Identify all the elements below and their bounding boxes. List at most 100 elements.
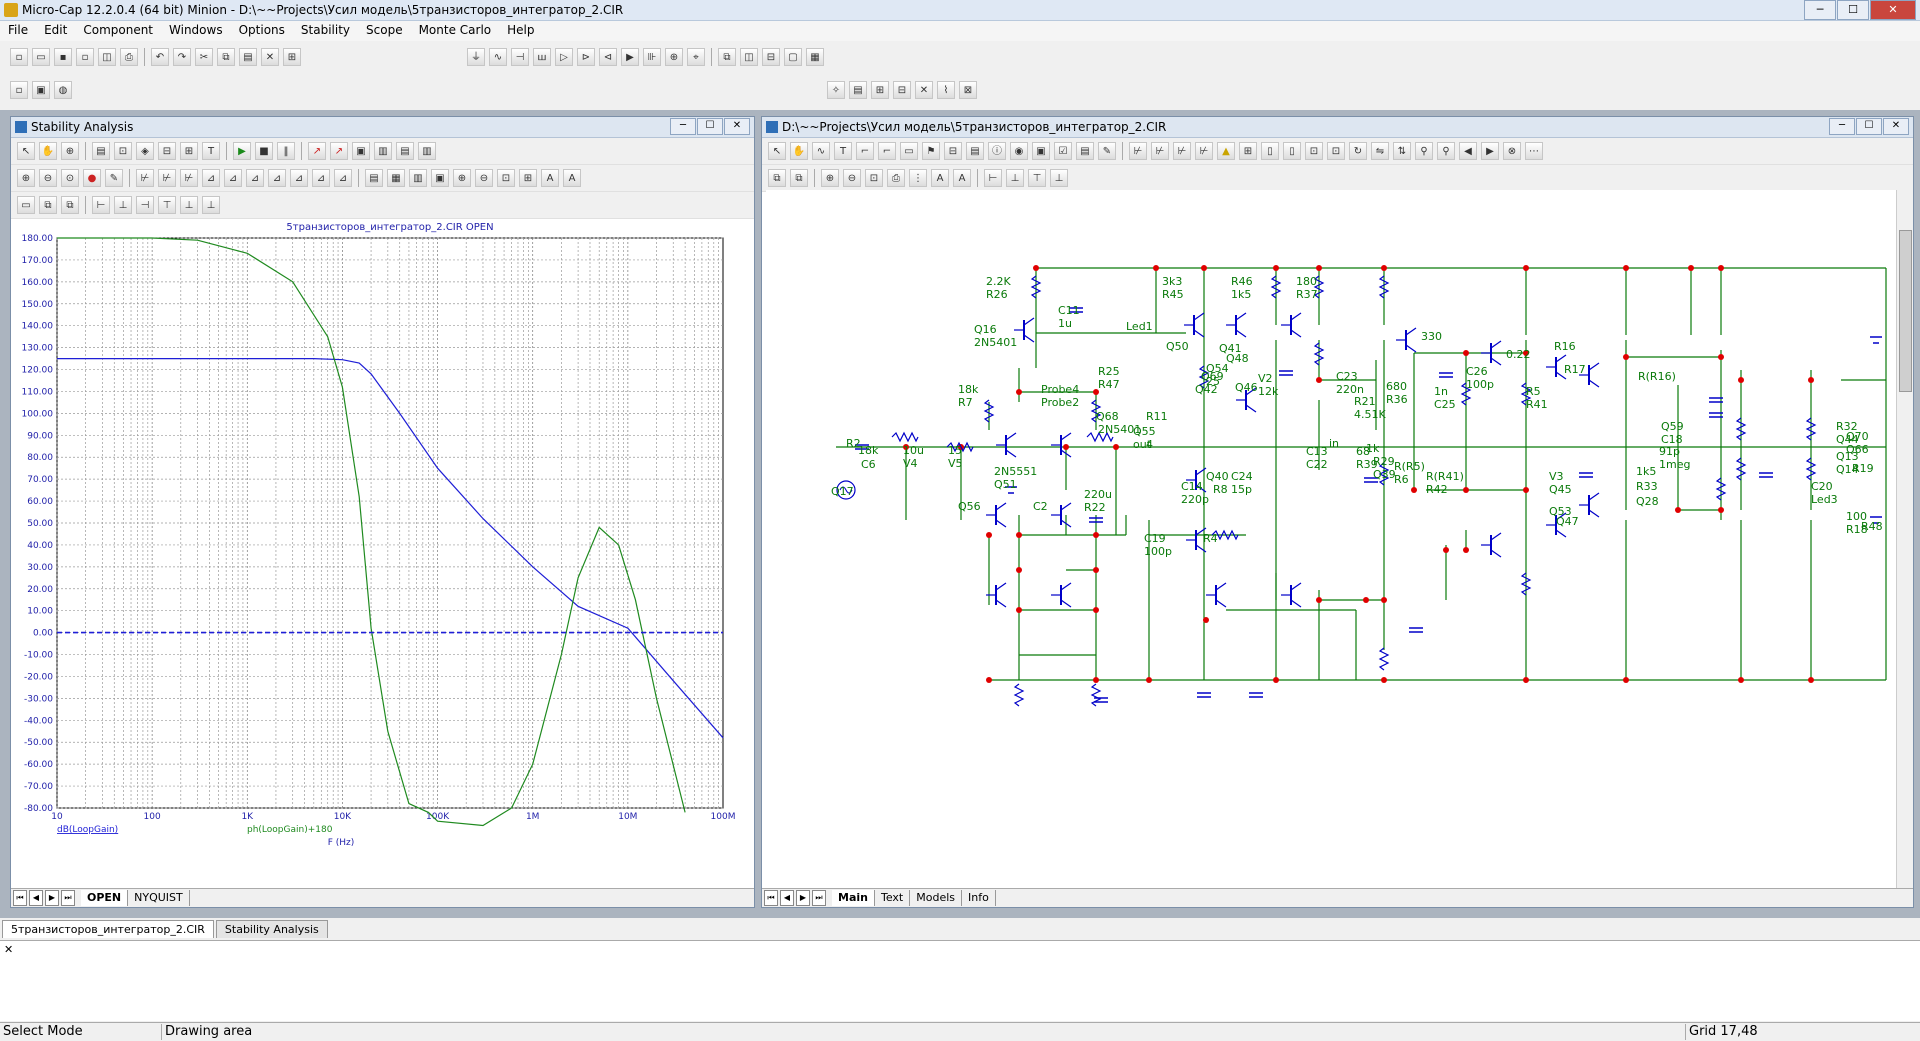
menu-windows[interactable]: Windows: [169, 23, 223, 37]
copy-tool-icon[interactable]: ⧉: [768, 169, 786, 187]
tools-icon[interactable]: ✕: [915, 81, 933, 99]
menu-help[interactable]: Help: [507, 23, 535, 37]
valley-icon[interactable]: ▥: [374, 142, 392, 160]
tab-nyquist[interactable]: NYQUIST: [128, 890, 190, 906]
stepping-icon[interactable]: ⊟: [893, 81, 911, 99]
last-page-arrow[interactable]: ⏭: [812, 890, 826, 906]
paste-tool-icon[interactable]: ⧉: [790, 169, 808, 187]
schematic-minimize-button[interactable]: ─: [1829, 118, 1855, 135]
zoom-minus-icon[interactable]: ⊖: [475, 169, 493, 187]
align-center-tool-icon[interactable]: ⊥: [1006, 169, 1024, 187]
grid-icon[interactable]: ⊞: [519, 169, 537, 187]
resistor-icon[interactable]: ∿: [489, 48, 507, 66]
align-right-icon[interactable]: ⊣: [136, 196, 154, 214]
tab-main[interactable]: Main: [832, 890, 875, 906]
menu-edit[interactable]: Edit: [44, 23, 68, 37]
zoom-in-icon[interactable]: ⊕: [17, 169, 35, 187]
new-icon[interactable]: ▫: [10, 48, 28, 66]
current-icon[interactable]: ⊬: [1151, 142, 1169, 160]
wire-tool-icon[interactable]: ⌐: [856, 142, 874, 160]
diode-icon[interactable]: ▷: [555, 48, 573, 66]
warning-icon[interactable]: ▲: [1217, 142, 1235, 160]
ungroup-icon[interactable]: ⧉: [61, 196, 79, 214]
print-tool-icon[interactable]: ⎙: [887, 169, 905, 187]
tile-horizontal-icon[interactable]: ⊟: [762, 48, 780, 66]
plot-settings-icon[interactable]: ⊠: [959, 81, 977, 99]
redo-icon[interactable]: ↷: [173, 48, 191, 66]
properties-icon[interactable]: ▫: [10, 81, 28, 99]
prev-page-arrow[interactable]: ◀: [780, 890, 794, 906]
align-top-icon[interactable]: ⊤: [158, 196, 176, 214]
high-icon[interactable]: ▤: [396, 142, 414, 160]
binoculars-icon[interactable]: ⚲: [1437, 142, 1455, 160]
npn-icon[interactable]: ⊳: [577, 48, 595, 66]
node-numbers-icon[interactable]: ⊟: [944, 142, 962, 160]
prev-point-icon[interactable]: ⊬: [180, 169, 198, 187]
tokens-icon[interactable]: ▣: [431, 169, 449, 187]
next-tab-arrow[interactable]: ▶: [45, 890, 59, 906]
group-icon[interactable]: ⧉: [39, 196, 57, 214]
pan-tool-icon[interactable]: ✋: [790, 142, 808, 160]
align-middle-icon[interactable]: ⊥: [180, 196, 198, 214]
graphics-icon[interactable]: ▭: [900, 142, 918, 160]
menu-stability[interactable]: Stability: [300, 23, 351, 37]
font-size-tool-icon[interactable]: A: [953, 169, 971, 187]
probe-tool-icon[interactable]: ✧: [827, 81, 845, 99]
prev-valley-icon[interactable]: ⊿: [268, 169, 286, 187]
back-icon[interactable]: ◀: [1459, 142, 1477, 160]
tab-text[interactable]: Text: [875, 890, 911, 906]
more-icon[interactable]: ⋯: [1525, 142, 1543, 160]
delete-plot-icon[interactable]: ●: [83, 169, 101, 187]
plot-icon[interactable]: ⌇: [937, 81, 955, 99]
maximize-button[interactable]: ☐: [1837, 0, 1869, 20]
cursor-2-icon[interactable]: ↗: [330, 142, 348, 160]
point-tag-icon[interactable]: ◈: [136, 142, 154, 160]
zoom-plus-icon[interactable]: ⊕: [453, 169, 471, 187]
pan-icon[interactable]: ✋: [39, 142, 57, 160]
open-icon[interactable]: ▭: [32, 48, 50, 66]
table-icon[interactable]: ▦: [387, 169, 405, 187]
paste-icon[interactable]: ▤: [239, 48, 257, 66]
zoom-region-icon[interactable]: ⊡: [497, 169, 515, 187]
bus-icon[interactable]: ⌐: [878, 142, 896, 160]
help-icon[interactable]: ◉: [1010, 142, 1028, 160]
menu-options[interactable]: Options: [238, 23, 285, 37]
menu-file[interactable]: File: [8, 23, 29, 37]
bode-plot[interactable]: 5транзисторов_интегратор_2.CIR OPEN180.0…: [11, 216, 754, 880]
scale-mode-icon[interactable]: ⊕: [61, 142, 79, 160]
first-page-arrow[interactable]: ⏮: [764, 890, 778, 906]
run-icon[interactable]: ▶: [233, 142, 251, 160]
tab-models[interactable]: Models: [910, 890, 962, 906]
mirror-icon[interactable]: ⇅: [1393, 142, 1411, 160]
align-bottom-tool-icon[interactable]: ⊥: [1050, 169, 1068, 187]
maximize-window-icon[interactable]: ▢: [784, 48, 802, 66]
font-icon[interactable]: A: [541, 169, 559, 187]
print-icon[interactable]: ⎙: [120, 48, 138, 66]
opamp-icon[interactable]: ▶: [621, 48, 639, 66]
capacitor-icon[interactable]: ⊣: [511, 48, 529, 66]
inductor-icon[interactable]: ꟺ: [533, 48, 551, 66]
source-icon[interactable]: ⊕: [665, 48, 683, 66]
next-peak-icon[interactable]: ⊿: [202, 169, 220, 187]
schematic-maximize-button[interactable]: ☐: [1856, 118, 1882, 135]
find-icon[interactable]: ⚲: [1415, 142, 1433, 160]
tab-info[interactable]: Info: [962, 890, 996, 906]
schematic-close-button[interactable]: ✕: [1883, 118, 1909, 135]
next-valley-icon[interactable]: ⊿: [246, 169, 264, 187]
menu-scope[interactable]: Scope: [366, 23, 403, 37]
cursor-icon[interactable]: ↗: [308, 142, 326, 160]
limits-icon[interactable]: ▤: [849, 81, 867, 99]
minimize-button[interactable]: ─: [1804, 0, 1836, 20]
prev-peak-icon[interactable]: ⊿: [224, 169, 242, 187]
menu-component[interactable]: Component: [83, 23, 154, 37]
select-all-icon[interactable]: ⊞: [283, 48, 301, 66]
save-icon[interactable]: ▪: [54, 48, 72, 66]
align-left-tool-icon[interactable]: ⊢: [984, 169, 1002, 187]
last-tab-arrow[interactable]: ⏭: [61, 890, 75, 906]
align-bottom-icon[interactable]: ⊥: [202, 196, 220, 214]
flip-icon[interactable]: ⇋: [1371, 142, 1389, 160]
data-points-icon[interactable]: ▥: [409, 169, 427, 187]
delete-icon[interactable]: ✕: [261, 48, 279, 66]
doc-tab-schematic[interactable]: 5транзисторов_интегратор_2.CIR: [2, 920, 214, 938]
